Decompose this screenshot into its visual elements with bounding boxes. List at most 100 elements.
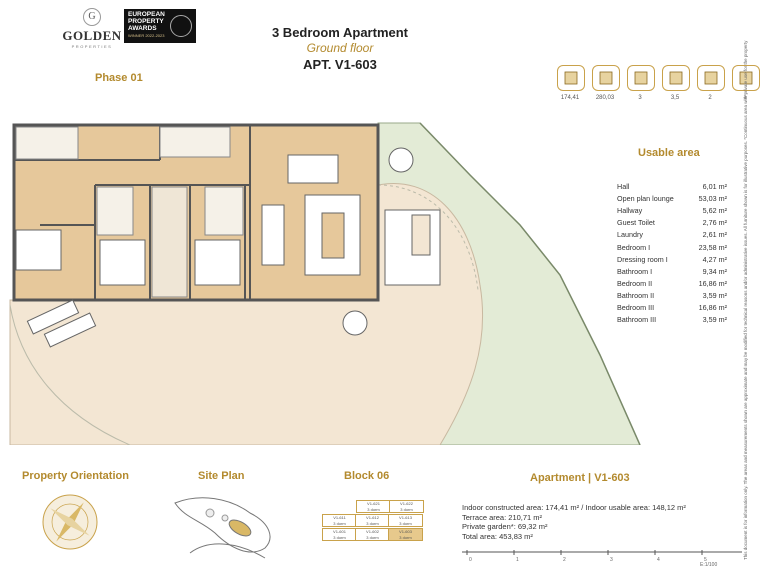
area-value: 3,59 m²	[702, 290, 727, 300]
area-row: Bedroom I 23,58 m²	[617, 243, 727, 254]
area-row: Laundry 2,61 m²	[617, 230, 727, 241]
apartment-section-title: Apartment | V1-603	[530, 472, 630, 484]
award-badge: EUROPEAN PROPERTY AWARDS WINNER 2022-202…	[124, 9, 196, 43]
feature-value: 174,41	[560, 95, 580, 101]
area-label: Bedroom I	[617, 242, 651, 252]
feature-value: 3	[638, 95, 642, 101]
area-value: 4,27 m²	[702, 254, 727, 264]
block-unit-sub: 3 dorm	[399, 521, 412, 526]
site-plan-map	[174, 497, 271, 559]
area-row: Bathroom I 9,34 m²	[617, 267, 727, 278]
block-unit-sub: 3 dorm	[366, 521, 379, 526]
area-value: 5,62 m²	[702, 206, 727, 216]
area-row: Bedroom II 16,86 m²	[617, 279, 727, 290]
info-line: Total area: 453,83 m²	[462, 531, 533, 541]
info-line: Terrace area: 210,71 m²	[462, 512, 543, 522]
area-value: 2,61 m²	[702, 230, 727, 240]
area-label: Bedroom III	[617, 303, 655, 312]
area-label: Laundry	[617, 230, 643, 240]
kitchen-island	[287, 154, 339, 184]
area-value: 6,01 m²	[702, 182, 727, 191]
page-title: 3 Bedroom Apartment	[271, 25, 409, 40]
area-label: Bathroom I	[617, 266, 653, 276]
parking-icon	[697, 65, 725, 91]
built-area-icon	[557, 65, 585, 91]
scale-tick-label: 5	[704, 557, 707, 562]
bed-3	[194, 239, 241, 286]
bedroom-icon	[627, 65, 655, 91]
plot-area-icon	[592, 65, 620, 91]
area-value: 23,58 m²	[698, 242, 727, 252]
feature-value: 3,5	[670, 95, 680, 101]
area-value: 16,86 m²	[698, 278, 727, 288]
block-title: Block 06	[344, 470, 390, 482]
area-label: Bedroom II	[617, 278, 653, 288]
award-line-1: EUROPEAN	[128, 11, 165, 18]
apartment-id: APT. V1-603	[303, 57, 377, 72]
block-unit-sub: 3 dorm	[399, 535, 412, 540]
area-row: Dressing room I 4,27 m²	[617, 255, 727, 266]
info-line: Private garden*: 69,32 m²	[462, 522, 548, 531]
scale-tick-label: 1	[516, 557, 519, 562]
logo-letter: G	[83, 8, 101, 26]
area-label: Dressing room I	[617, 254, 668, 264]
title-block: 3 Bedroom Apartment Ground floor APT. V1…	[250, 25, 430, 72]
block-unit-sub: 3 dorm	[333, 535, 346, 540]
bed-2	[99, 239, 146, 286]
disclaimer: This document is for information only. T…	[743, 40, 752, 560]
area-row: Bedroom III 16,86 m²	[617, 303, 727, 314]
scale-tick-label: 3	[610, 557, 613, 562]
block-unit-sub: 3 dorm	[366, 535, 379, 540]
info-line: Indoor constructed area: 174,41 m² / Ind…	[462, 503, 686, 512]
area-label: Hallway	[617, 206, 643, 216]
block-unit-id: V1-613	[399, 515, 412, 520]
block-unit-id: V1-612	[366, 515, 379, 520]
block-unit-id: V1-601	[333, 529, 346, 534]
block-unit-sub: 3 dorm	[333, 521, 346, 526]
bathroom-icon	[662, 65, 690, 91]
compass-icon	[42, 494, 98, 550]
orientation-title: Property Orientation	[22, 470, 129, 482]
block-unit-id: V1-611	[333, 515, 346, 520]
scale-label: E:1/100	[700, 562, 718, 568]
logo-name: GOLDEN	[62, 28, 122, 43]
bed-1	[15, 229, 62, 271]
feature-value: 280,03	[595, 95, 615, 101]
feature-value: 2	[708, 95, 712, 101]
block-unit-id: V1-602	[366, 529, 379, 534]
block-unit-id: V1-603	[399, 529, 412, 534]
area-label: Hall	[617, 182, 630, 191]
area-label: Open plan lounge	[617, 194, 674, 204]
disclaimer-text: This document is for information only. T…	[743, 40, 748, 560]
block-unit-sub: 3 dorm	[367, 507, 380, 512]
scale-tick-label: 0	[469, 557, 472, 562]
award-line-2: PROPERTY	[128, 18, 164, 25]
area-value: 16,86 m²	[698, 303, 727, 312]
feature-value: 1	[743, 95, 747, 101]
area-value: 9,34 m²	[702, 266, 727, 276]
scale-tick-label: 4	[657, 557, 660, 562]
storage-icon	[732, 65, 760, 91]
award-seal-icon	[170, 15, 192, 37]
area-label: Bathroom II	[617, 290, 655, 300]
area-row: Hallway 5,62 m²	[617, 206, 727, 217]
award-winner: WINNER 2022-2023	[128, 33, 165, 38]
dining-table	[261, 204, 285, 266]
terrace-area	[9, 183, 484, 445]
area-label: Bathroom III	[617, 315, 657, 325]
area-row: Hall 6,01 m²	[617, 182, 727, 193]
logo-subtitle: PROPERTIES	[71, 44, 113, 49]
block-unit-id: V1-622	[400, 501, 413, 506]
usable-area-title: Usable area	[638, 147, 700, 159]
site-plan-title: Site Plan	[198, 470, 245, 482]
phase-label: Phase 01	[95, 72, 143, 84]
area-value: 3,59 m²	[702, 315, 727, 325]
